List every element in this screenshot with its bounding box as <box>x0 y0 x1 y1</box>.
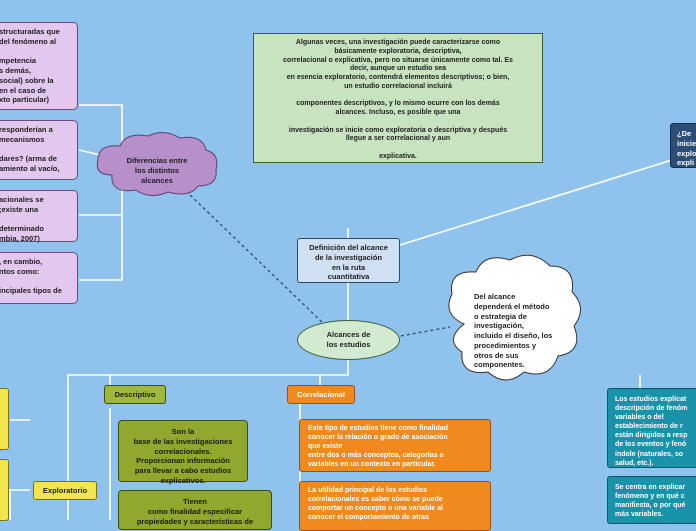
exploratorio-label: Exploratorio <box>42 486 88 495</box>
exploratorio-node[interactable]: Exploratorio <box>33 481 97 500</box>
descriptivo-note-1: Son la base de las investigaciones corre… <box>118 420 248 485</box>
method-cloud-text: Del alcance dependerá el método o estrat… <box>474 292 553 370</box>
descriptivo-node[interactable]: Descriptivo <box>104 385 166 404</box>
left-note-4: , en cambio, ntos como: incipales tipos … <box>0 252 78 304</box>
left-note-1-text: structuradas que del fenómeno al mpetenc… <box>0 27 60 105</box>
left-note-3-text: acionales se ;existe una determinado mbi… <box>0 195 45 243</box>
left-note-2-text: responderían a mecanismos dares? (arma d… <box>0 125 60 173</box>
differences-cloud-shape[interactable] <box>92 130 222 200</box>
method-cloud-shape <box>448 254 581 381</box>
correlacional-node[interactable]: Correlacional <box>287 385 355 404</box>
descriptivo-label: Descriptivo <box>114 390 156 399</box>
correlacional-label: Correlacional <box>297 390 345 399</box>
correlacional-note-1: Este tipo de estudios tiene como finalid… <box>299 419 491 472</box>
explicativo-note-2: Se centra en explicar fenómeno y en qué … <box>607 476 696 524</box>
yellow-note-1 <box>0 388 9 450</box>
correlacional-note-2: La utilidad principal de los estudios co… <box>299 481 491 531</box>
left-note-1: structuradas que del fenómeno al mpetenc… <box>0 22 78 110</box>
differences-cloud-label[interactable]: Diferencias entre los distintos alcances <box>126 156 188 185</box>
left-note-2: responderían a mecanismos dares? (arma d… <box>0 120 78 180</box>
left-note-4-text: , en cambio, ntos como: incipales tipos … <box>0 257 62 296</box>
left-note-3: acionales se ;existe una determinado mbi… <box>0 190 78 243</box>
central-node[interactable]: Alcances de los estudios <box>297 320 400 360</box>
central-node-label: Alcances de los estudios <box>326 330 371 349</box>
descriptivo-note-2: Tienen como finalidad especificar propie… <box>118 490 272 530</box>
definition-node[interactable]: Definición del alcance de la investigaci… <box>297 238 400 283</box>
yellow-note-2 <box>0 459 9 521</box>
top-note: Algunas veces, una investigación puede c… <box>253 33 543 163</box>
right-top-note: ¿De inicie explo expli <box>670 123 696 168</box>
explicativo-note-1: Los estudios explicat descripción de fen… <box>607 388 696 468</box>
